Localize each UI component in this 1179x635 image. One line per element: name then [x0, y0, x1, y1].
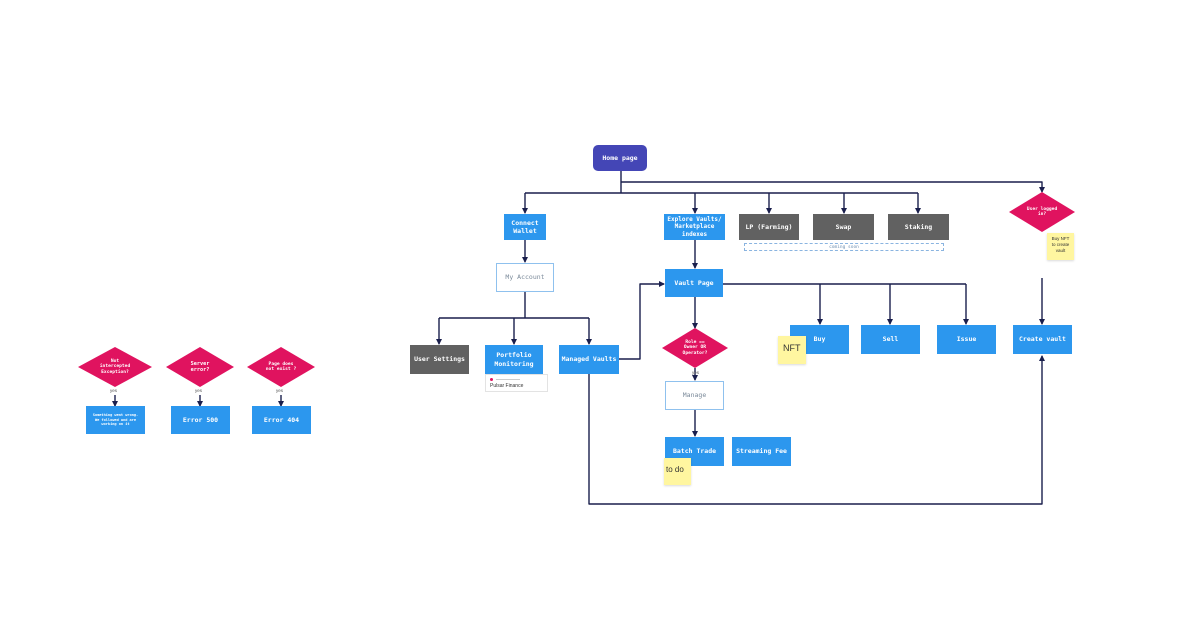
pulsar-logo-line — [496, 379, 520, 380]
todo-note-text: to do — [666, 465, 684, 474]
diamond-not-intercepted[interactable] — [78, 347, 152, 387]
buy-nft-sticky-note[interactable]: Buy NFT to create vault — [1047, 233, 1074, 260]
nft-sticky-note[interactable]: NFT — [778, 336, 806, 364]
create-vault-node[interactable]: Create vault — [1013, 325, 1072, 354]
yes-label-3: yes — [276, 388, 284, 393]
connector-to-user-logged — [621, 181, 1045, 193]
pulsar-finance-card[interactable]: Pulsar Finance — [485, 374, 548, 392]
sell-node[interactable]: Sell — [861, 325, 920, 354]
connect-wallet-node[interactable]: Connect Wallet — [504, 214, 546, 240]
pulsar-logo-icon — [490, 378, 493, 381]
staking-node[interactable]: Staking — [888, 214, 949, 240]
server-error-diamond-label: Server error? — [190, 360, 210, 373]
vault-page-node[interactable]: Vault Page — [665, 269, 723, 297]
something-wrong-node[interactable]: Something went wrong. We followed and ar… — [86, 406, 145, 434]
role-diamond-label: Role == Owner OR Operator? — [682, 339, 708, 356]
streaming-fee-node[interactable]: Streaming Fee — [732, 437, 791, 466]
user-settings-node[interactable]: User Settings — [410, 345, 469, 374]
home-page-node[interactable]: Home page — [593, 145, 647, 171]
pulsar-finance-label: Pulsar Finance — [490, 383, 524, 389]
nft-note-text: NFT — [783, 343, 801, 353]
diamond-user-logged[interactable] — [1009, 192, 1075, 232]
issue-node[interactable]: Issue — [937, 325, 996, 354]
error-500-node[interactable]: Error 500 — [171, 406, 230, 434]
yes-label-1: yes — [110, 388, 118, 393]
diamond-server-error[interactable] — [166, 347, 234, 387]
yes-label-2: yes — [195, 388, 203, 393]
user-logged-diamond-label: User logged in? — [1026, 206, 1058, 218]
explore-vaults-node[interactable]: Explore Vaults/ Marketplace indexes — [664, 214, 725, 240]
managed-vaults-node[interactable]: Managed Vaults — [559, 345, 619, 374]
not-intercepted-diamond-label: Not intercepted Exception? — [99, 358, 131, 375]
buy-nft-note-text: Buy NFT to create vault — [1051, 236, 1070, 253]
error-404-node[interactable]: Error 404 — [252, 406, 311, 434]
manage-node[interactable]: Manage — [665, 381, 724, 410]
diamond-page-not-exist[interactable] — [247, 347, 315, 387]
swap-node[interactable]: Swap — [813, 214, 874, 240]
page-not-exist-diamond-label: Page does not exist ? — [265, 361, 297, 373]
role-yes-label: yes — [692, 370, 700, 375]
coming-soon-label: coming soon — [744, 243, 944, 251]
todo-sticky-note[interactable]: to do — [664, 458, 691, 485]
diamond-role[interactable] — [662, 328, 728, 368]
portfolio-monitoring-node[interactable]: Portfolio Monitoring — [485, 345, 543, 374]
connector-managed-to-vault — [619, 281, 665, 360]
connector-loop-create-vault — [588, 355, 1045, 505]
my-account-node[interactable]: My Account — [496, 263, 554, 292]
lp-farming-node[interactable]: LP (Farming) — [739, 214, 799, 240]
